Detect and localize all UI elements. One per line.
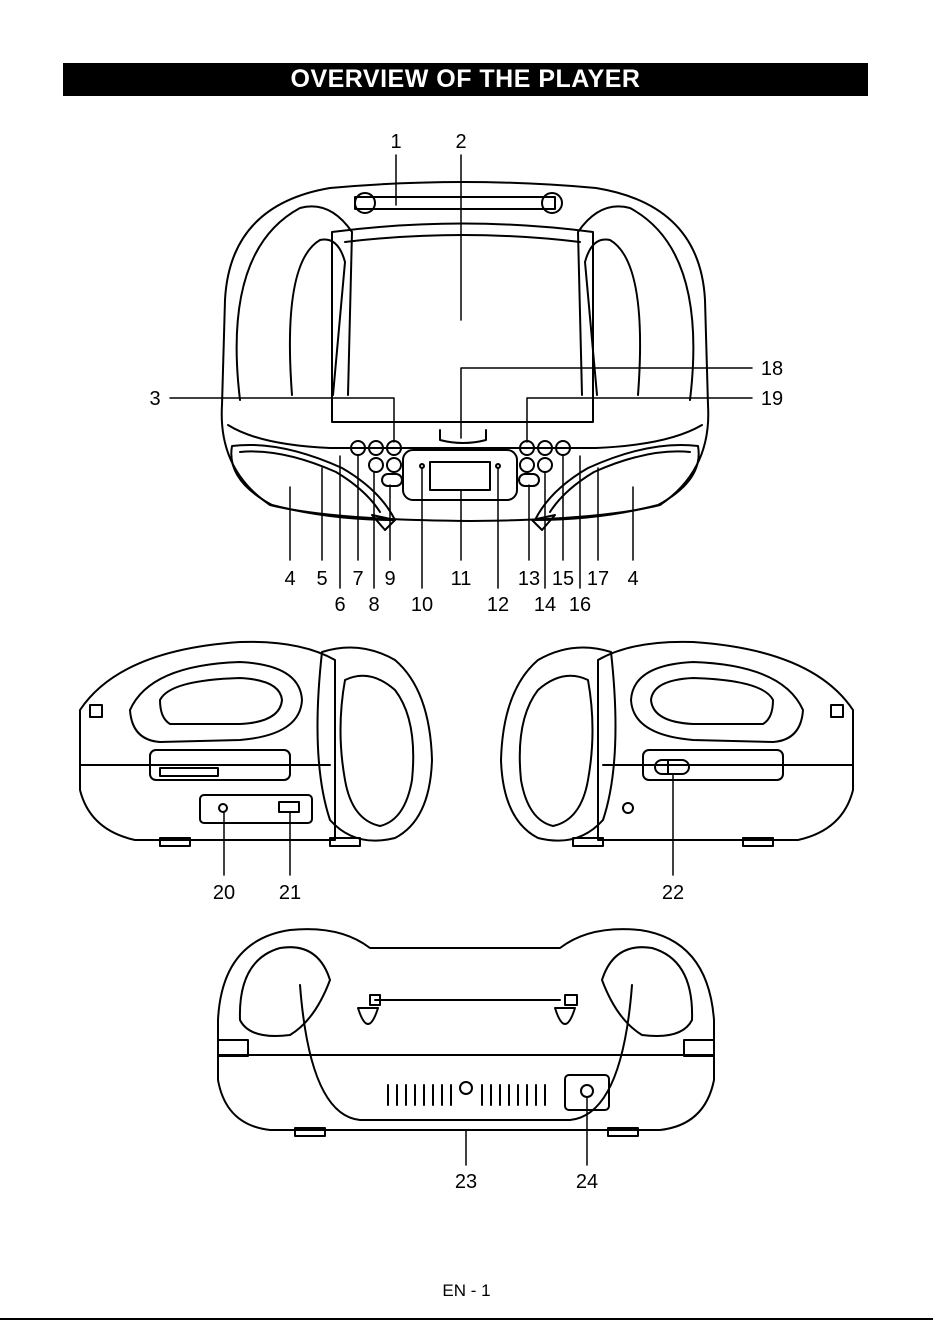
callout-19: 19 [761,388,783,410]
callout-7: 7 [352,568,363,590]
callout-5: 5 [316,568,327,590]
callout-3: 3 [149,388,160,410]
aux-jack [219,804,227,812]
callout-9: 9 [384,568,395,590]
speaker-right [535,445,699,520]
side-view-left [80,642,432,846]
callout-16: 16 [569,594,591,616]
page-number: EN - 1 [0,1281,933,1301]
callout-8: 8 [368,594,379,616]
callout-12: 12 [487,594,509,616]
callout-4-right: 4 [627,568,638,590]
callout-18: 18 [761,358,783,380]
callout-11: 11 [451,568,472,590]
side-view-right [501,642,853,846]
function-switch [655,760,689,774]
callout-21: 21 [279,882,301,904]
callout-1: 1 [390,131,401,153]
antenna [355,193,562,213]
callout-2: 2 [455,131,466,153]
aux-usb-panel [200,795,312,823]
lcd-display [430,462,490,490]
vents [388,1082,545,1105]
cd-lid [332,224,593,423]
callout-24: 24 [576,1171,598,1193]
lid-open-tab [440,430,486,443]
back-view [218,929,714,1136]
callout-14: 14 [534,594,556,616]
callout-22: 22 [662,882,684,904]
callout-20: 20 [213,882,235,904]
callout-10: 10 [411,594,433,616]
usb-port [279,802,299,812]
callout-23: 23 [455,1171,477,1193]
bottom-rule [0,1318,933,1320]
callout-13: 13 [518,568,540,590]
front-body-outline [222,182,709,521]
callout-15: 15 [552,568,574,590]
callout-6: 6 [334,594,345,616]
speaker-left [231,445,395,520]
front-view [222,182,709,530]
callout-4-left: 4 [284,568,295,590]
callout-17: 17 [587,568,609,590]
display-panel [403,450,517,500]
leader-lines [170,155,752,1165]
